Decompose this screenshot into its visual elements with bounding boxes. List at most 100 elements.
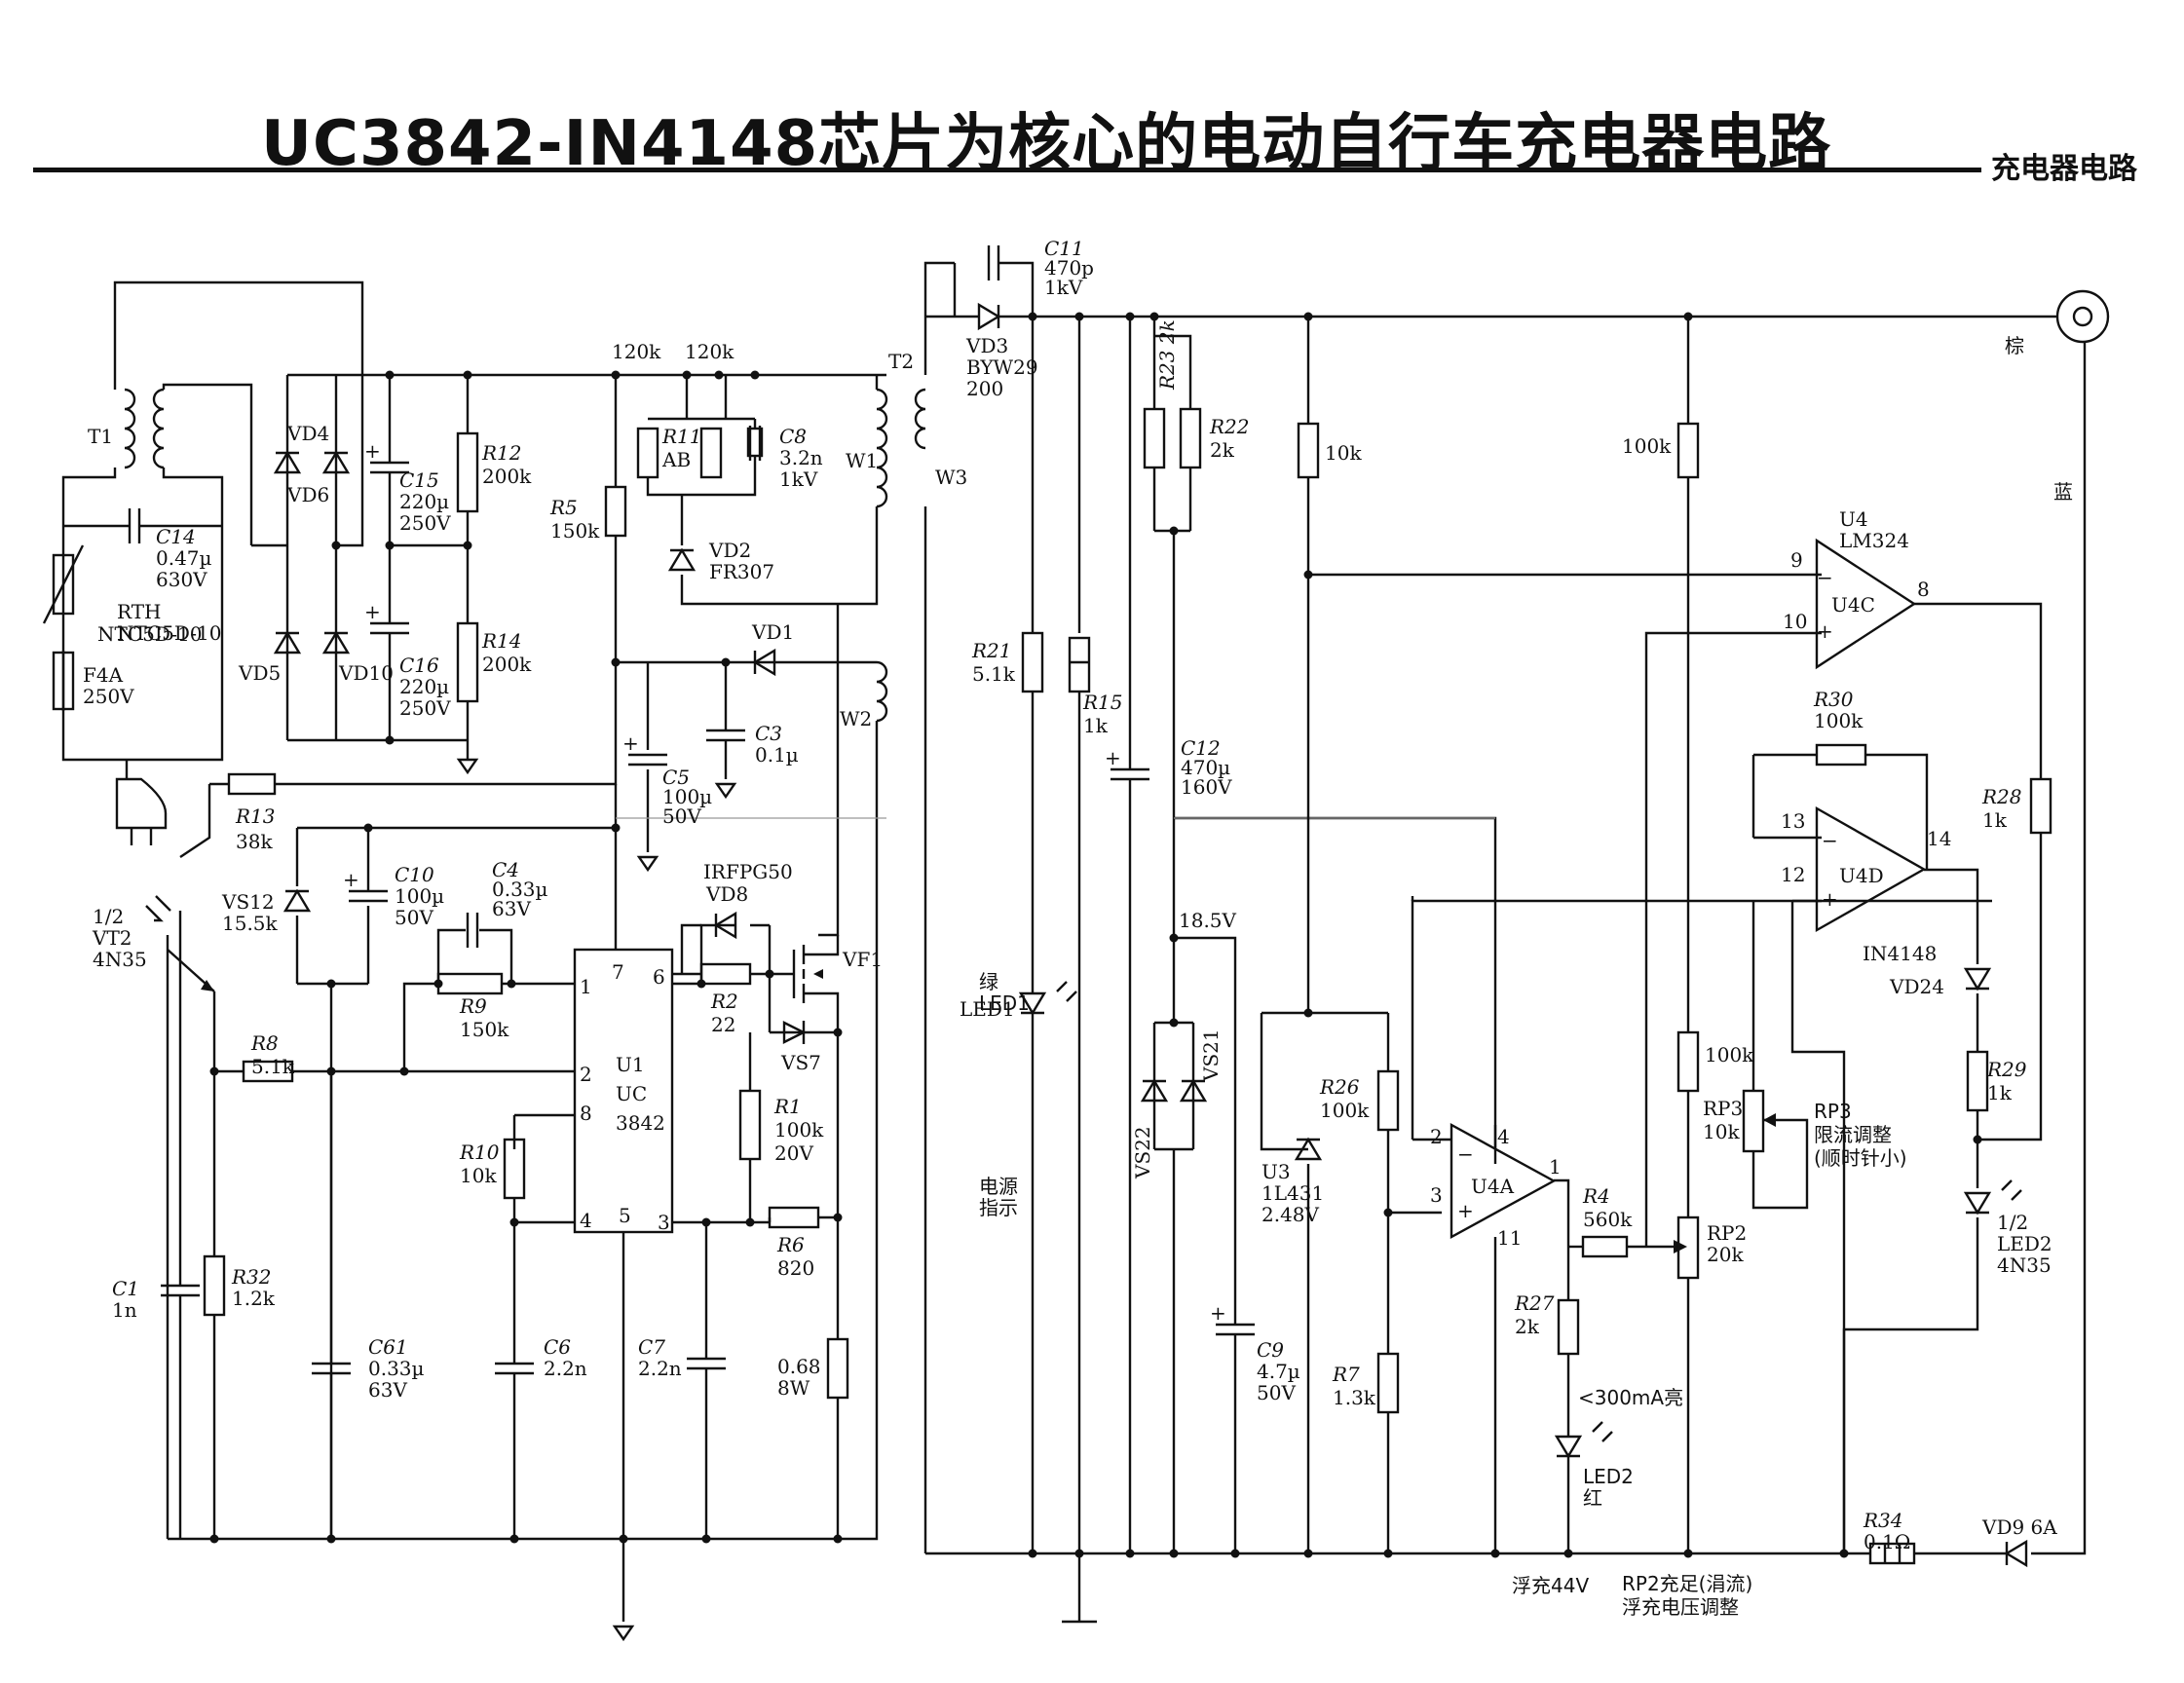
label-c15-2: 250V [399, 511, 451, 535]
r-100k-mid-resistor [1676, 1030, 1700, 1093]
label-vt2-1: VT2 [92, 926, 132, 950]
label-vd3-2: 200 [966, 377, 1003, 400]
label-vd8: VD8 [705, 882, 748, 906]
labels: ++++++T1C140.47µ630VRTHNTC5D-10NTC5D-10F… [83, 237, 2073, 1619]
junction-dot [1169, 1549, 1179, 1558]
junction-dot [1839, 1549, 1849, 1558]
label-r11-1: AB [661, 448, 691, 471]
label-r12-0: R12 [481, 441, 522, 465]
vd1-diode [752, 648, 776, 677]
rp3-arrow [1763, 1113, 1776, 1127]
led2-opto-diode [1963, 1191, 1992, 1216]
t2-w2-winding [876, 660, 888, 723]
r22-resistor [1179, 407, 1202, 469]
vd4-diode [273, 450, 302, 474]
minus-sign: − [1457, 1142, 1474, 1166]
polarity-mark: + [364, 600, 381, 623]
r-10k-resistor [1297, 422, 1320, 479]
label-r26-0: R26 [1319, 1075, 1360, 1099]
label-u1-1: UC [616, 1082, 647, 1105]
wire [838, 506, 879, 606]
label-led2_note: <300mA亮 [1578, 1386, 1683, 1409]
pin-label: 3 [1430, 1183, 1443, 1207]
label-led1-1: LED1 [960, 997, 1015, 1021]
label-rp3_left-0: RP3 [1703, 1097, 1743, 1120]
label-c15-1: 220µ [399, 490, 449, 513]
polarity-mark: + [1105, 746, 1121, 769]
label-rth-1: NTC5D-10 [117, 621, 221, 645]
label-vd2-0: VD2 [708, 539, 751, 562]
label-c15-0: C15 [399, 468, 439, 492]
r4-resistor [1581, 1235, 1629, 1258]
junction-dot [1303, 1008, 1313, 1018]
r28-resistor [2029, 777, 2052, 835]
vd5-diode [273, 630, 302, 654]
label-r1-2: 20V [774, 1141, 813, 1165]
label-c9-2: 50V [1257, 1381, 1296, 1404]
ground-symbol [612, 1625, 635, 1642]
label-r14-1: 200k [482, 653, 532, 676]
label-c1-1: 1n [112, 1298, 137, 1322]
label-c11-1: 470p [1044, 256, 1094, 280]
polarity-mark: + [622, 731, 639, 755]
label-r_10k: 10k [1325, 441, 1362, 465]
label-vd4: VD4 [286, 422, 329, 445]
junction-dot [1490, 1549, 1500, 1558]
label-w3: W3 [935, 466, 967, 489]
label-r15-0: R15 [1082, 691, 1123, 714]
label-irfpg50: IRFPG50 [703, 860, 793, 883]
u4a-opamp [1450, 1122, 1557, 1240]
wire [1790, 901, 1846, 1553]
mains-plug [115, 777, 168, 830]
wire [804, 935, 840, 956]
wire [726, 456, 757, 497]
r15-resistor [1068, 636, 1091, 693]
wire [804, 991, 840, 1032]
title-rule [33, 168, 1981, 172]
junction-dot [1563, 1549, 1573, 1558]
label-c6-1: 2.2n [544, 1357, 587, 1380]
u4d-opamp [1815, 805, 1927, 933]
label-vd1: VD1 [751, 620, 794, 644]
wire [1924, 868, 1979, 964]
junction-dot [701, 1534, 711, 1544]
junction-dot [385, 541, 395, 550]
output-terminal-center [2072, 306, 2093, 327]
label-c4-1: 0.33µ [492, 878, 548, 901]
label-r10-1: 10k [460, 1164, 497, 1187]
led1-diode [1018, 991, 1047, 1016]
label-r6-0: R6 [776, 1233, 805, 1256]
label-vf1: VF1 [842, 948, 883, 971]
wire [1554, 1178, 1570, 1247]
pin-label: 14 [1927, 827, 1951, 850]
pin-label: 8 [1917, 578, 1930, 601]
label-rp3_note-1: 限流调整 [1814, 1123, 1892, 1146]
wire [179, 784, 211, 858]
junction-dot [463, 541, 472, 550]
vd9-diode [2004, 1539, 2028, 1568]
label-r28-0: R28 [1981, 785, 2022, 808]
label-c61-0: C61 [368, 1335, 408, 1359]
label-vd5: VD5 [238, 661, 281, 685]
wire [680, 923, 701, 974]
wire [818, 604, 840, 937]
junction-dot [750, 370, 760, 380]
label-r7-0: R7 [1332, 1363, 1360, 1386]
label-c14-2: 630V [156, 568, 207, 591]
r2-resistor [699, 962, 752, 986]
label-r8-0: R8 [250, 1031, 279, 1055]
t2-w1-winding [876, 388, 888, 508]
vd3-diode [977, 302, 1001, 331]
label-vd3-1: BYW29 [966, 355, 1038, 379]
pin-label: 4 [580, 1209, 592, 1232]
vs12-zener [282, 888, 312, 913]
t1-secondary-winding [152, 388, 165, 469]
label-c4-2: 63V [492, 897, 531, 920]
label-rp3_left-1: 10k [1703, 1120, 1740, 1143]
minus-sign: − [1822, 829, 1838, 852]
pin-label: 5 [619, 1204, 631, 1227]
label-r12-1: 200k [482, 465, 532, 488]
vd2-diode [667, 547, 697, 572]
minus-sign: − [1817, 566, 1833, 589]
